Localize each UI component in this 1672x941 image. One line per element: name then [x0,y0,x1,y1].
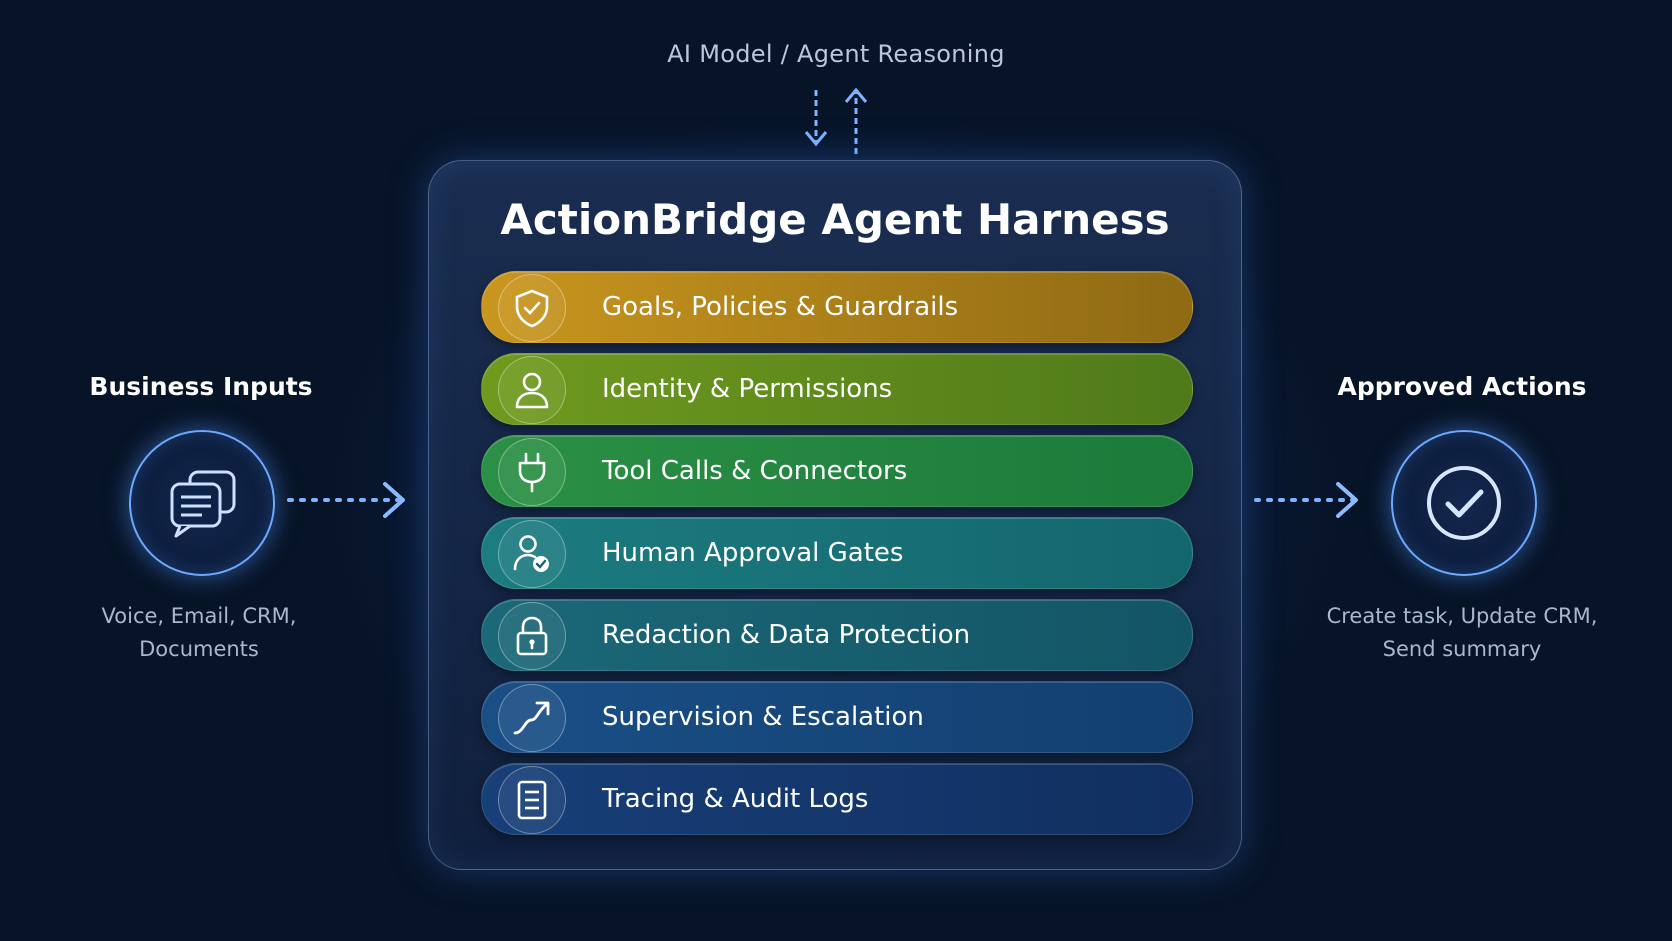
business-inputs-description: Voice, Email, CRM, Documents [39,600,359,666]
user-icon [498,356,566,424]
user-check-icon [498,520,566,588]
layer-label: Goals, Policies & Guardrails [602,292,959,322]
model-reasoning-label: AI Model / Agent Reasoning [667,40,1005,68]
layer-label: Redaction & Data Protection [602,620,971,650]
inputs-desc-line1: Voice, Email, CRM, [101,604,297,628]
outputs-desc-line2: Send summary [1382,637,1542,661]
output-flow-arrow-icon [1254,482,1358,518]
lock-icon [498,602,566,670]
business-inputs-node [129,430,275,576]
input-flow-arrow-icon [287,482,405,518]
layer-label: Tracing & Audit Logs [602,784,869,814]
layer-identity-permissions: Identity & Permissions [481,353,1193,425]
layer-goals-policies: Goals, Policies & Guardrails [481,271,1193,343]
layer-supervision: Supervision & Escalation [481,681,1193,753]
plug-icon [498,438,566,506]
layer-label: Human Approval Gates [602,538,904,568]
layer-tracing-audit: Tracing & Audit Logs [481,763,1193,835]
chat-documents-icon [170,470,236,538]
harness-title: ActionBridge Agent Harness [500,195,1170,244]
layer-label: Tool Calls & Connectors [602,456,908,486]
approved-actions-description: Create task, Update CRM, Send summary [1302,600,1622,666]
layer-human-approval: Human Approval Gates [481,517,1193,589]
document-icon [498,766,566,834]
shield-check-icon [498,274,566,342]
layer-label: Supervision & Escalation [602,702,924,732]
business-inputs-title: Business Inputs [89,372,313,401]
approved-actions-node [1391,430,1537,576]
trend-arrow-icon [498,684,566,752]
inputs-desc-line2: Documents [139,637,259,661]
agent-harness-panel: ActionBridge Agent Harness Goals, Polici… [428,160,1242,870]
check-circle-icon [1427,466,1501,540]
layer-redaction: Redaction & Data Protection [481,599,1193,671]
bidirectional-arrows-icon [804,87,868,154]
layer-label: Identity & Permissions [602,374,893,404]
outputs-desc-line1: Create task, Update CRM, [1326,604,1598,628]
approved-actions-title: Approved Actions [1337,372,1587,401]
layer-tool-calls: Tool Calls & Connectors [481,435,1193,507]
